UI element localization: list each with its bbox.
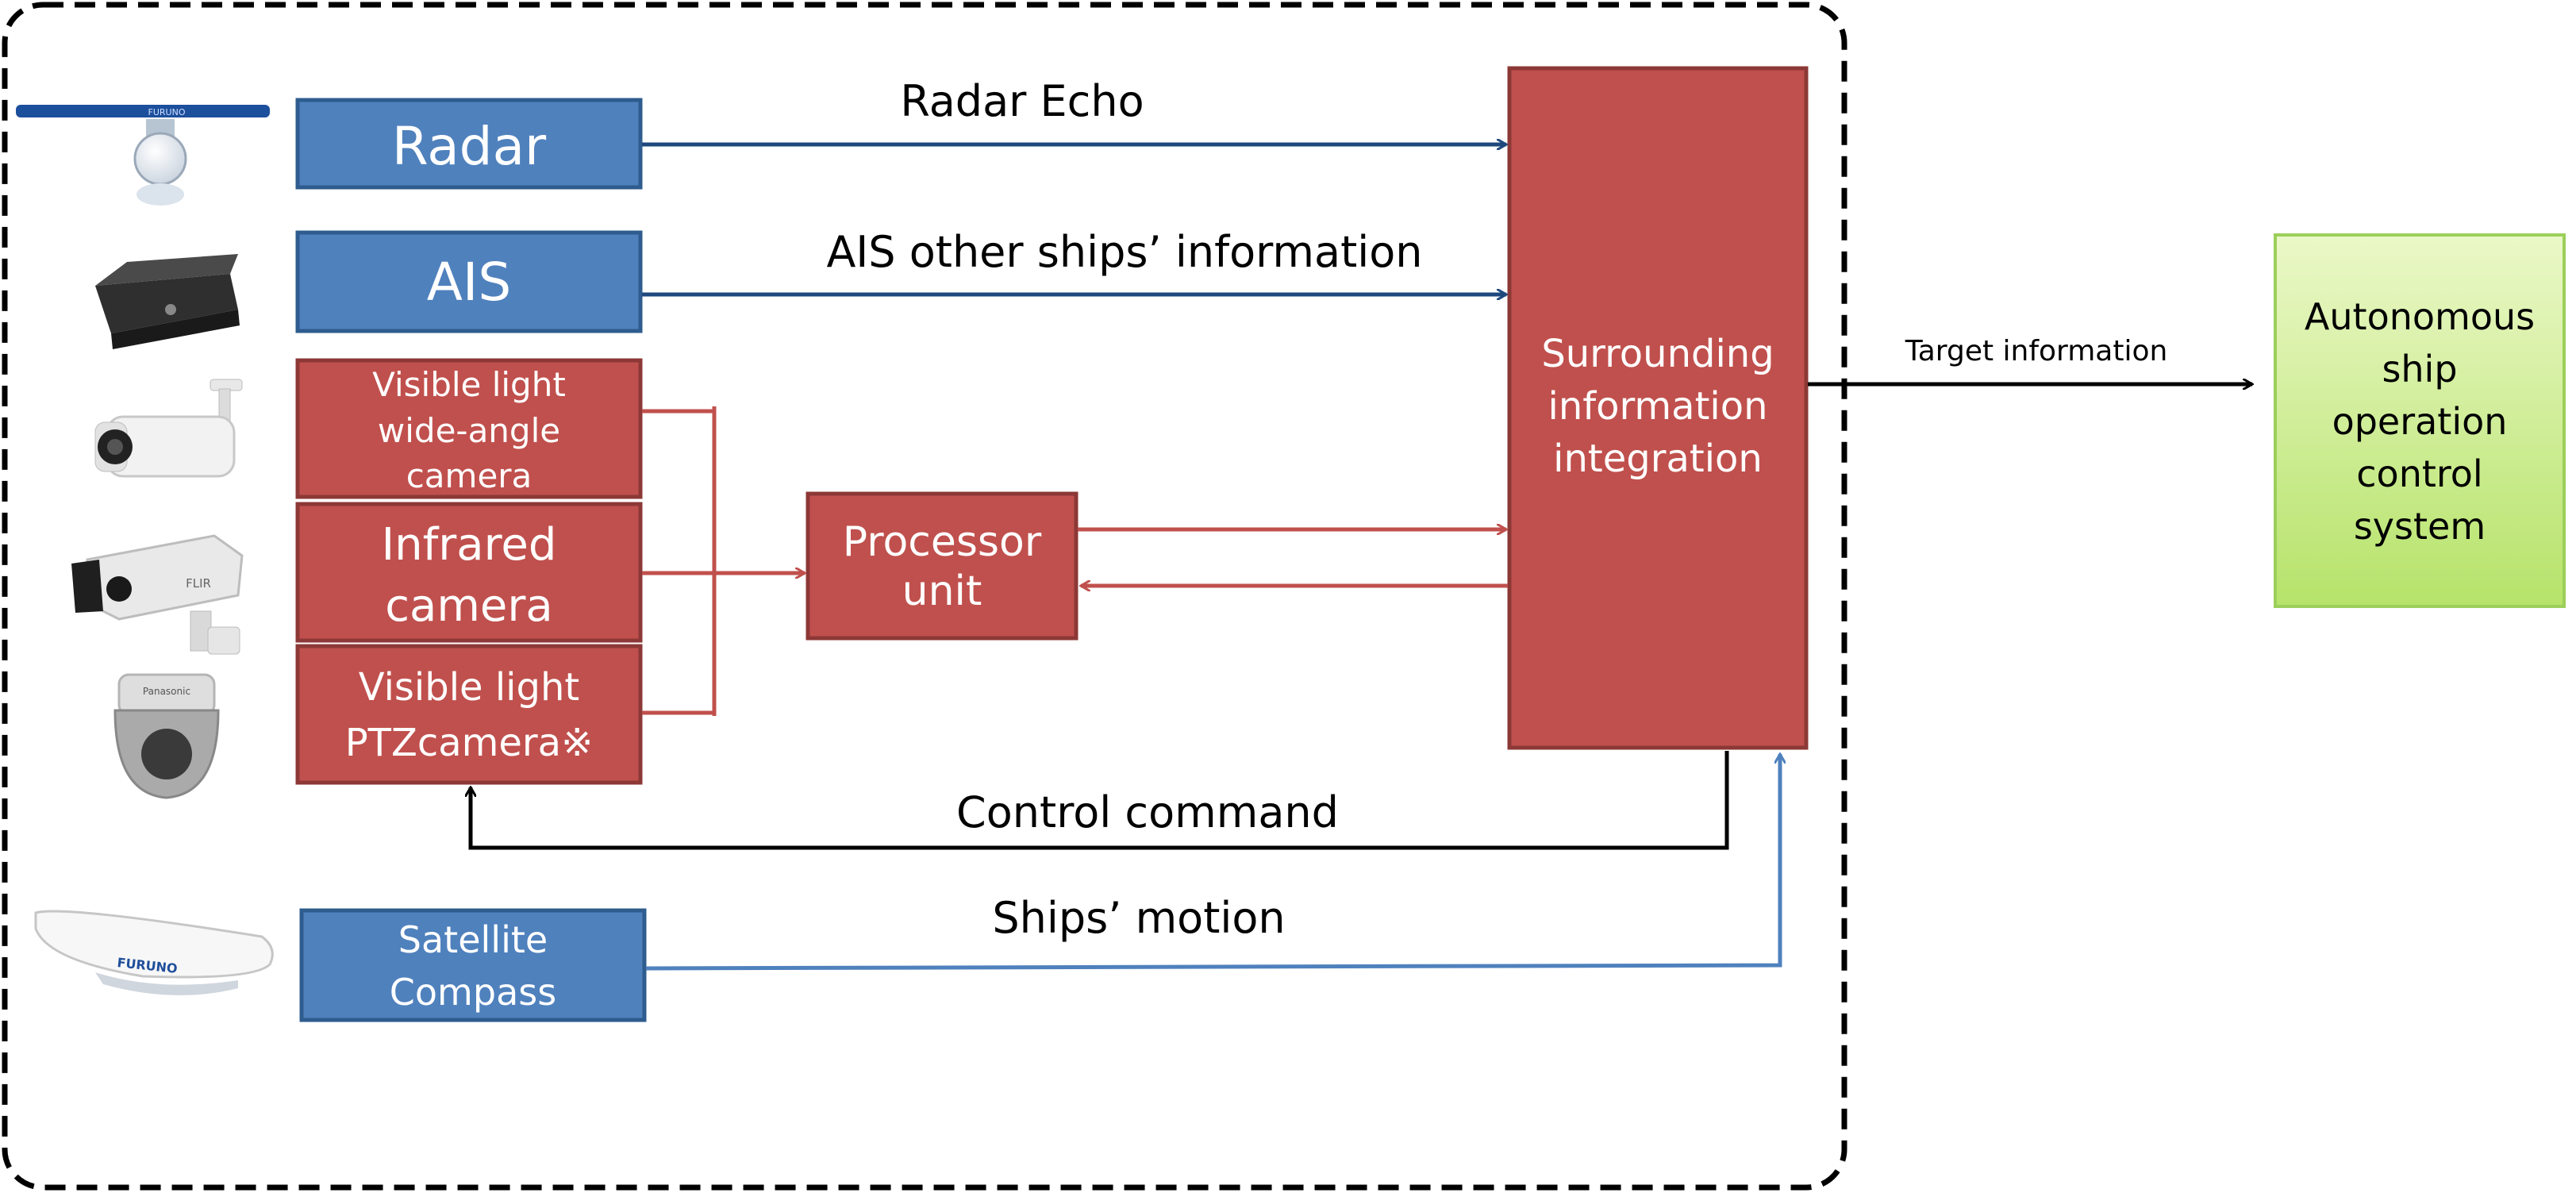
wide-camera-label-line-2: wide-angle xyxy=(378,411,560,450)
radar-brand-text: FURUNO xyxy=(148,107,186,117)
bullet-camera-photo xyxy=(94,379,243,478)
processor-label-line-2: unit xyxy=(902,568,982,615)
control-system-label-line-1: Autonomous xyxy=(2305,295,2535,338)
integration-label-line-1: Surrounding xyxy=(1541,332,1774,376)
ptz-dome-camera-photo: Panasonic xyxy=(113,673,220,799)
ais-box: AIS xyxy=(295,230,643,333)
infrared-label-line-1: Infrared xyxy=(382,519,557,571)
ptz-label-line-2: PTZcamera※ xyxy=(345,721,594,765)
processor-label-line-1: Processor xyxy=(843,518,1042,566)
radar-antenna-photo: FURUNO xyxy=(16,105,270,206)
integration-label-line-2: information xyxy=(1548,384,1767,429)
ais-unit-photo xyxy=(95,254,240,349)
compass-label-line-1: Satellite xyxy=(398,918,548,961)
wide-camera-label-line-3: camera xyxy=(406,456,533,495)
flir-brand-text: FLIR xyxy=(186,576,211,591)
ships-motion-arrow xyxy=(645,754,1780,971)
processor-unit-box: Processor unit xyxy=(805,491,1078,641)
compass-label-line-2: Compass xyxy=(390,971,556,1014)
control-system-label-line-2: ship xyxy=(2382,348,2457,391)
satellite-compass-photo: FURUNO xyxy=(34,910,274,995)
radar-echo-label: Radar Echo xyxy=(900,76,1144,126)
camera-bus-connector xyxy=(642,406,805,716)
system-boundary xyxy=(2,2,1847,1191)
integration-label-line-3: integration xyxy=(1553,437,1763,481)
radar-box: Radar xyxy=(295,98,643,190)
target-information-label: Target information xyxy=(1905,335,2168,368)
visible-wide-angle-camera-box: Visible light wide-angle camera xyxy=(295,358,643,499)
control-command-arrow xyxy=(471,751,1729,850)
ptz-camera-box: Visible light PTZcamera※ xyxy=(295,644,643,785)
infrared-camera-photo: FLIR xyxy=(71,534,244,655)
wide-camera-label-line-1: Visible light xyxy=(372,365,566,404)
autonomous-control-system-box: Autonomous ship operation control system xyxy=(2274,233,2566,608)
ptz-brand-text: Panasonic xyxy=(143,686,190,697)
ships-motion-label: Ships’ motion xyxy=(992,893,1285,943)
ptz-label-line-1: Visible light xyxy=(359,665,579,710)
surrounding-integration-box: Surrounding information integration xyxy=(1507,66,1809,750)
infrared-camera-box: Infrared camera xyxy=(295,502,643,643)
control-system-label-line-5: system xyxy=(2354,505,2486,548)
infrared-label-line-2: camera xyxy=(385,580,552,632)
ais-box-label: AIS xyxy=(427,252,512,313)
control-system-label-line-3: operation xyxy=(2332,400,2508,443)
ais-info-label: AIS other ships’ information xyxy=(826,227,1422,277)
control-command-label: Control command xyxy=(956,787,1339,837)
radar-box-label: Radar xyxy=(392,116,547,177)
control-system-label-line-4: control xyxy=(2356,452,2482,495)
satellite-compass-box: Satellite Compass xyxy=(299,908,647,1022)
